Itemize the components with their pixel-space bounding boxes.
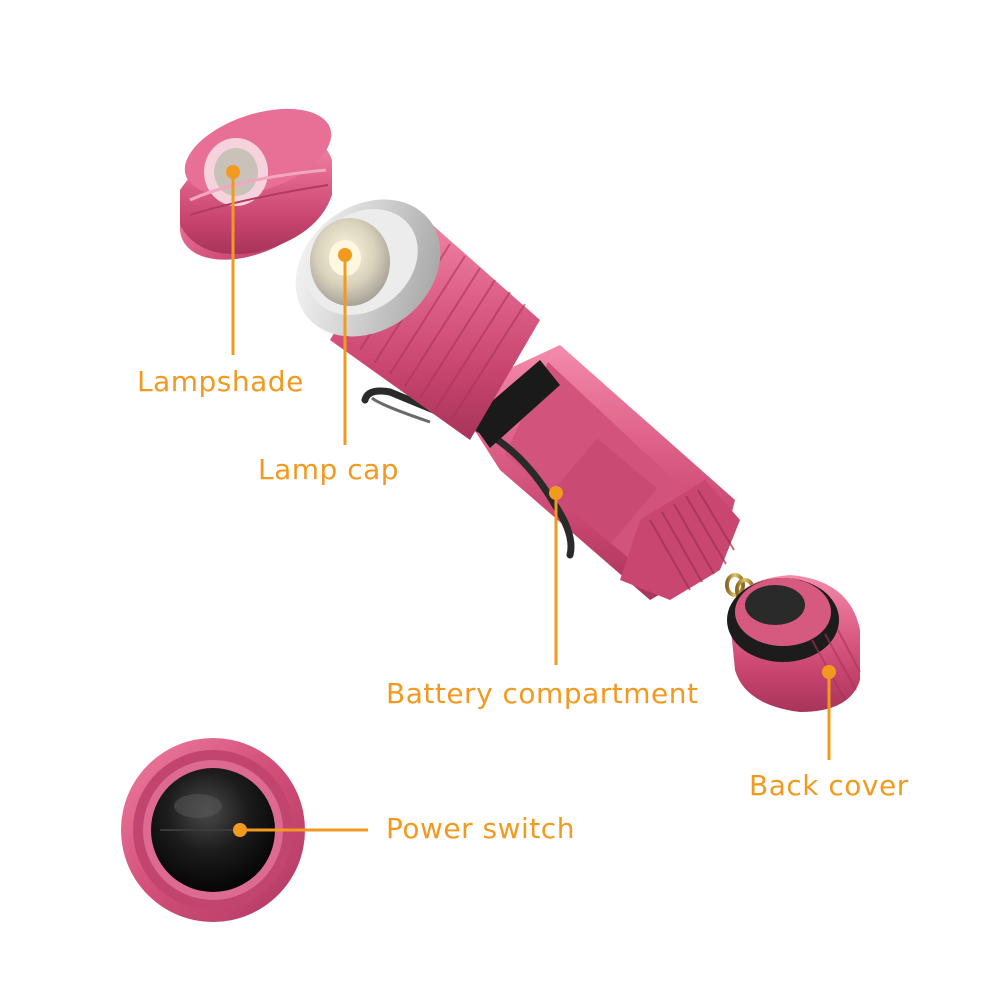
dot-lamp-cap (338, 248, 352, 262)
back-cover-part (725, 573, 861, 712)
leader-dots (226, 165, 836, 837)
power-switch-closeup (121, 738, 305, 922)
label-lamp-cap: Lamp cap (258, 453, 400, 486)
label-lampshade: Lampshade (137, 365, 304, 398)
dot-power-switch (233, 823, 247, 837)
label-battery-compartment: Battery compartment (386, 677, 699, 710)
dot-lampshade (226, 165, 240, 179)
label-power-switch: Power switch (386, 812, 575, 845)
label-back-cover: Back cover (749, 769, 909, 802)
dot-back-cover (822, 665, 836, 679)
dot-battery-compartment (549, 486, 563, 500)
leader-lines (231, 172, 831, 832)
flashlight-body (295, 199, 740, 600)
